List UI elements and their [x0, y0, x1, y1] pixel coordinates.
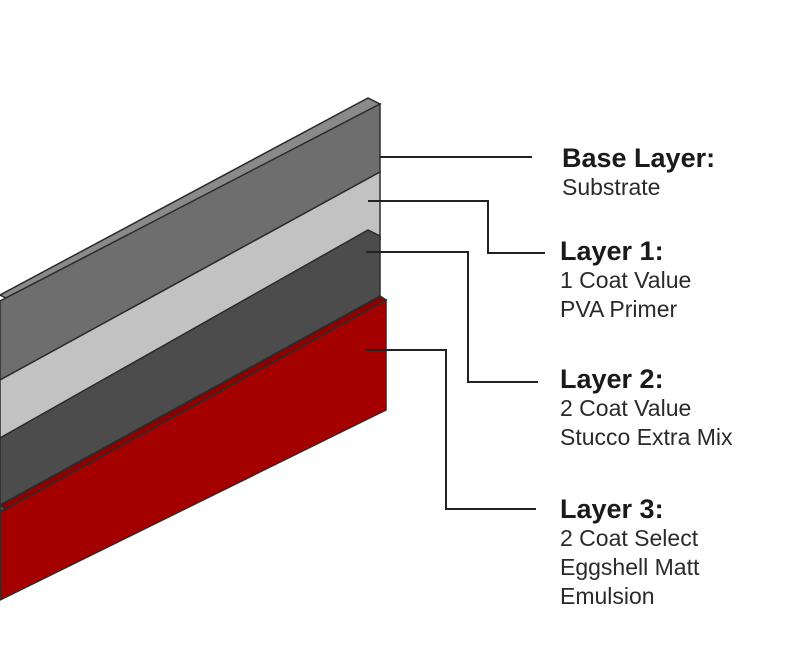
- label-layer-1: Layer 1: 1 Coat Value PVA Primer: [560, 236, 691, 324]
- layer-2-front-face: [0, 229, 381, 513]
- layer-1-desc-line-1: 1 Coat Value: [560, 267, 692, 293]
- layer-3-front-face: [0, 298, 387, 601]
- base-layer-title: Base Layer:: [562, 143, 716, 173]
- layer-1-title: Layer 1:: [560, 236, 664, 266]
- layer-3-desc-line-1: 2 Coat Select: [560, 525, 699, 551]
- layer-3-slab: [0, 295, 388, 601]
- leader-line-layer-3: [366, 349, 536, 510]
- label-base-layer: Base Layer: Substrate: [562, 143, 715, 202]
- layer-2-desc-line-2: Stucco Extra Mix: [560, 424, 733, 450]
- layer-2-slab: [0, 229, 381, 513]
- layer-3-title: Layer 3:: [560, 494, 664, 524]
- label-layer-2: Layer 2: 2 Coat Value Stucco Extra Mix: [560, 364, 733, 452]
- leader-line-layer-1: [368, 200, 545, 254]
- layer-3-desc-line-3: Emulsion: [560, 583, 655, 609]
- label-layer-3: Layer 3: 2 Coat Select Eggshell Matt Emu…: [560, 494, 699, 611]
- layer-2-title: Layer 2:: [560, 364, 664, 394]
- layer-2-desc-line-1: 2 Coat Value: [560, 395, 692, 421]
- layer-3-desc-line-2: Eggshell Matt: [560, 554, 700, 580]
- layer-1-desc-line-2: PVA Primer: [560, 296, 678, 322]
- base-layer-desc-line-1: Substrate: [562, 174, 661, 200]
- leader-line-layer-2: [366, 251, 538, 383]
